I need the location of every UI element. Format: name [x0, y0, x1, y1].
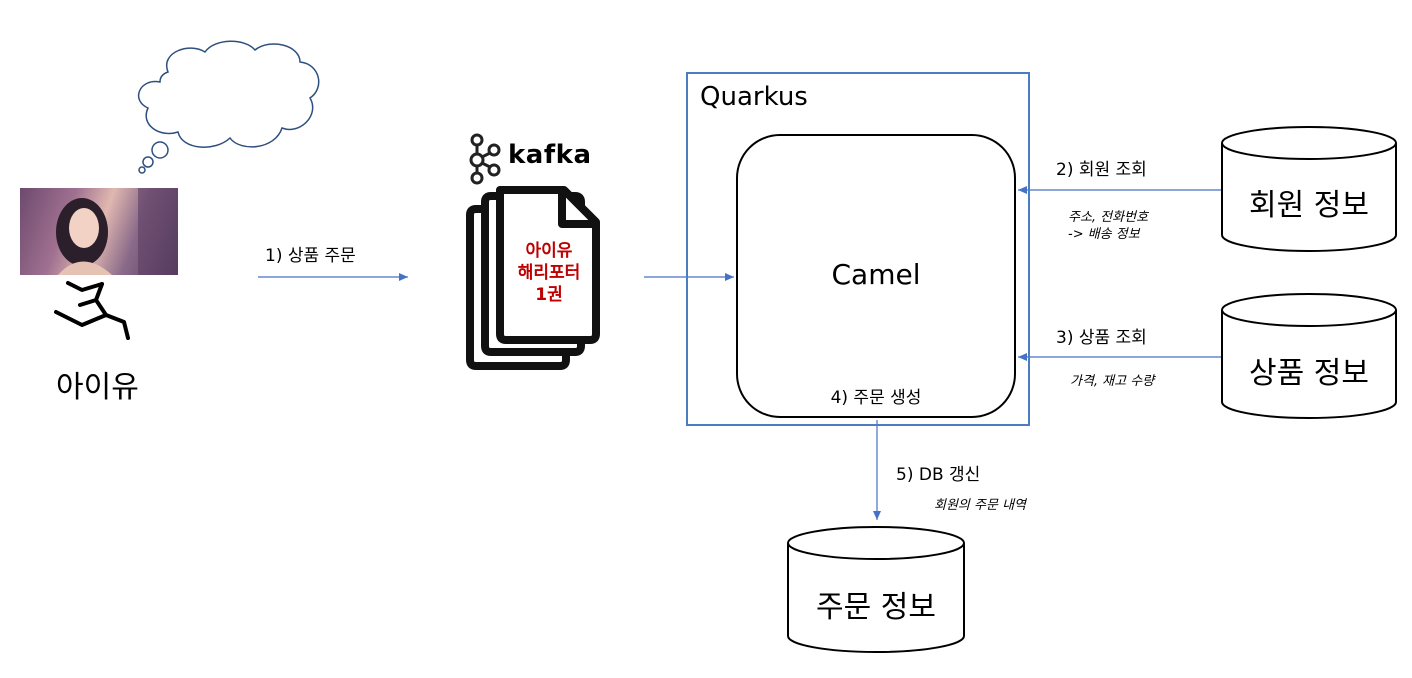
kafka-logo-icon	[469, 133, 501, 185]
camel-engine	[736, 134, 1016, 418]
step2-note-line2: -> 배송 정보	[1068, 227, 1140, 242]
member-db-cylinder-icon	[1221, 126, 1397, 252]
quarkus-container	[686, 72, 1030, 426]
message-documents-icon	[466, 186, 600, 370]
member-db-label: 회원 정보	[1249, 188, 1369, 223]
kafka-message-line3: 1권	[535, 285, 563, 305]
kafka-message-line1: 아이유	[525, 241, 573, 261]
product-db-label: 상품 정보	[1249, 356, 1369, 391]
step1-label: 1) 상품 주문	[265, 246, 356, 266]
person-name: 아이유	[56, 370, 139, 405]
kafka-message: 아이유 해리포터 1권	[506, 240, 592, 306]
step5-label: 5) DB 갱신	[896, 465, 981, 485]
arrows	[258, 186, 1222, 520]
kafka-brand: kafka	[508, 140, 592, 170]
user-photo-art	[56, 188, 178, 275]
step5-note: 회원의 주문 내역	[934, 498, 1026, 513]
product-db-cylinder-icon	[1221, 293, 1397, 419]
step2-label: 2) 회원 조회	[1056, 160, 1147, 180]
step3-label: 3) 상품 조회	[1056, 328, 1147, 348]
order-db-cylinder-icon	[787, 526, 965, 653]
step2-note-line1: 주소, 전화번호	[1068, 210, 1149, 225]
order-db-label: 주문 정보	[816, 590, 936, 625]
thought-cloud-icon	[137, 40, 320, 174]
kafka-message-line2: 해리포터	[517, 263, 581, 283]
step4-label: 4) 주문 생성	[830, 388, 922, 408]
camel-title: Camel	[831, 258, 921, 291]
user-photo	[20, 188, 178, 275]
stick-figure-icon	[54, 281, 130, 340]
step3-note: 가격, 재고 수량	[1070, 374, 1155, 389]
quarkus-title: Quarkus	[700, 82, 808, 112]
